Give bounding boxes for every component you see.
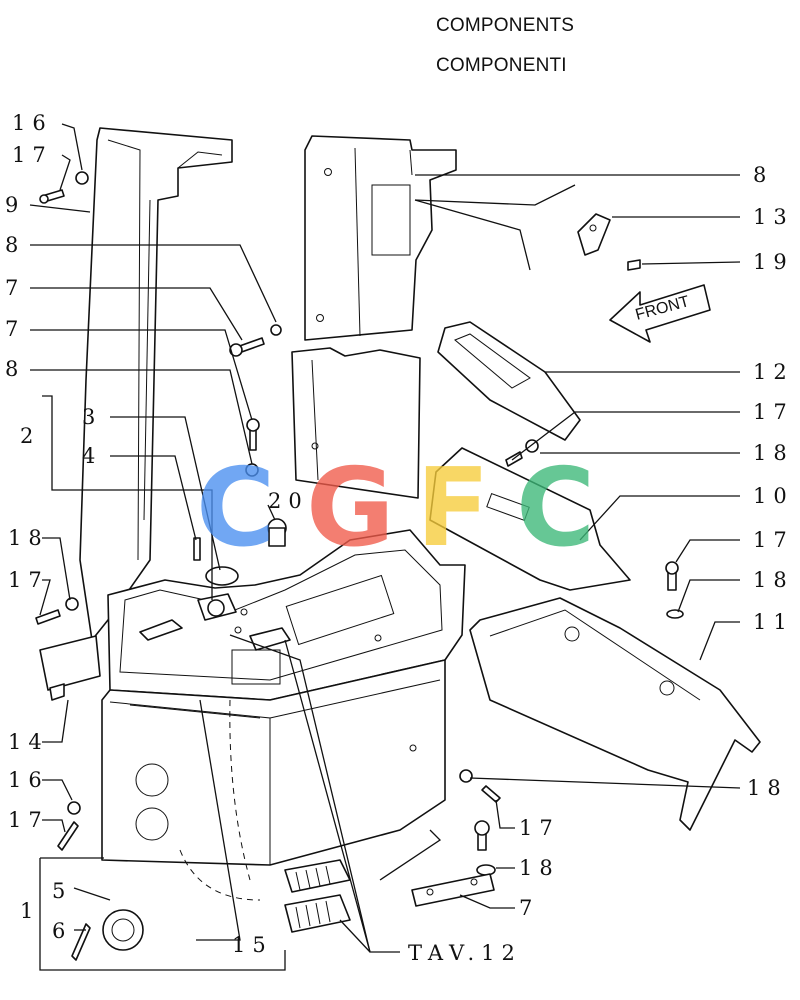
diagram-title-en: COMPONENTS: [436, 15, 575, 36]
small-hardware: [35, 171, 684, 961]
watermark-letter-2: G: [306, 446, 395, 571]
watermark-letter-3: F: [416, 446, 490, 571]
lower-console-box: [101, 659, 446, 901]
callout-tav-12: TAV.12: [408, 941, 522, 965]
callout-10: 10: [753, 484, 794, 508]
left-side-panel: [79, 127, 233, 641]
diagram-title-it: COMPONENTI: [436, 55, 567, 76]
callout-6: 6: [52, 919, 72, 943]
bracket-10: [429, 447, 631, 591]
callout-17: 17: [12, 143, 53, 167]
right-post-upper: [304, 135, 457, 341]
callout-18: 18: [753, 568, 794, 592]
callout-12: 12: [753, 360, 794, 384]
callout-7: 7: [5, 317, 25, 341]
callout-14: 14: [8, 730, 49, 754]
front-direction-arrow: FRONT: [609, 284, 711, 343]
callout-13: 13: [753, 205, 794, 229]
storage-tray: [437, 321, 581, 441]
right-post-lower: [291, 347, 421, 499]
callout-2: 2: [20, 424, 40, 448]
callout-18: 18: [747, 776, 788, 800]
callout-9: 9: [5, 193, 25, 217]
callout-8: 8: [5, 357, 25, 381]
callout-16: 16: [8, 768, 49, 792]
callout-7: 7: [5, 276, 25, 300]
seat-base-tray: [107, 529, 466, 701]
callout-3: 3: [82, 405, 102, 429]
leader-lines: [29, 123, 741, 971]
coat-hook: [577, 213, 611, 256]
callout-16: 16: [12, 111, 53, 135]
callout-1: 1: [20, 899, 40, 923]
callout-18: 18: [519, 856, 560, 880]
callout-numbers: 16 17 9 8 7 7 8 2 3 4 18 17 14 16 17 1 5…: [5, 111, 794, 965]
callout-19: 19: [753, 250, 794, 274]
callout-5: 5: [52, 879, 72, 903]
callout-18: 18: [8, 526, 49, 550]
callout-17: 17: [519, 816, 560, 840]
callout-8: 8: [753, 163, 773, 187]
callout-17: 17: [753, 400, 794, 424]
callout-17: 17: [753, 528, 794, 552]
watermark-letter-1: C: [196, 446, 275, 571]
callout-18: 18: [753, 441, 794, 465]
watermark-letter-4: C: [516, 446, 595, 571]
watermark-logo: C G F C: [196, 446, 595, 571]
callout-7: 7: [519, 896, 539, 920]
callout-17: 17: [8, 808, 49, 832]
callout-17: 17: [8, 568, 49, 592]
callout-11: 11: [753, 610, 794, 634]
callout-4: 4: [82, 444, 102, 468]
vent-hose: [284, 859, 351, 933]
callout-8: 8: [5, 233, 25, 257]
cover-11: [469, 597, 761, 831]
callout-20: 20: [268, 489, 309, 513]
callout-15: 15: [232, 933, 273, 957]
